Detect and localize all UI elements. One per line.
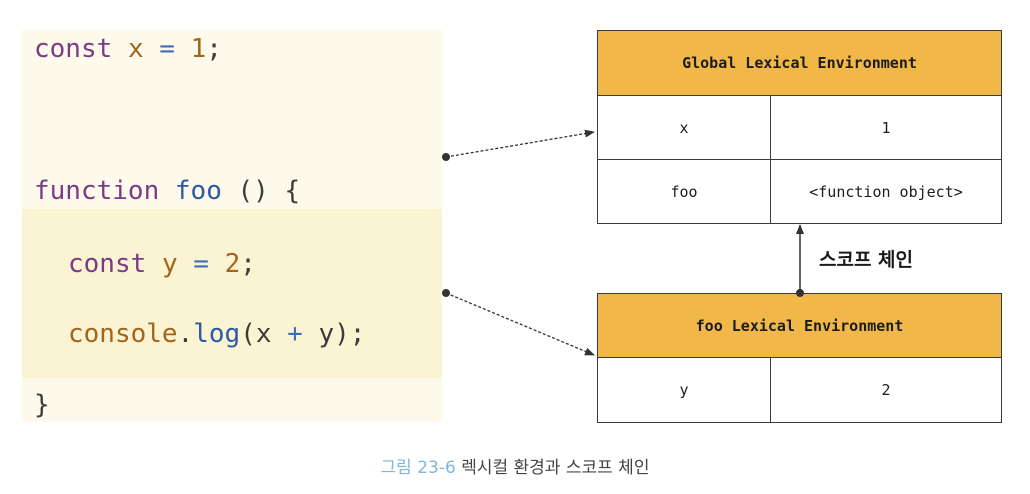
global-env-title: Global Lexical Environment bbox=[597, 30, 1002, 96]
dot: . bbox=[177, 319, 194, 349]
function-paren-brace: () { bbox=[237, 176, 301, 206]
keyword-function: function bbox=[34, 176, 160, 206]
code-line-1: const x = 1; bbox=[34, 34, 222, 64]
arg-y: y bbox=[318, 319, 335, 349]
semicolon: ; bbox=[206, 34, 222, 64]
figure-caption-text: 렉시컬 환경과 스코프 체인 bbox=[461, 458, 650, 478]
keyword-const: const bbox=[68, 249, 147, 279]
operator-assign: = bbox=[159, 34, 175, 64]
foo-env-arrow bbox=[442, 289, 595, 356]
log-method: log bbox=[193, 319, 241, 349]
code-line-2: function foo () { bbox=[34, 176, 300, 206]
code-line-5: } bbox=[34, 390, 50, 420]
semicolon: ; bbox=[240, 249, 256, 279]
close-paren: ); bbox=[334, 319, 366, 349]
closing-brace: } bbox=[34, 390, 50, 420]
code-line-4: console.log(x + y); bbox=[68, 319, 365, 349]
global-env-value-foo: <function object> bbox=[770, 159, 1002, 224]
scope-chain-label: 스코프 체인 bbox=[819, 249, 914, 271]
console-object: console bbox=[68, 319, 178, 349]
scope-chain-arrow bbox=[796, 224, 804, 297]
keyword-const: const bbox=[34, 34, 113, 64]
figure-caption: 그림 23-6 렉시컬 환경과 스코프 체인 bbox=[0, 453, 1030, 478]
foo-arrow-line bbox=[445, 292, 595, 356]
foo-body-highlight bbox=[22, 209, 442, 378]
global-arrow-line bbox=[445, 129, 595, 158]
arg-x: x bbox=[255, 319, 272, 349]
code-line-3: const y = 2; bbox=[68, 249, 256, 279]
global-env-arrow bbox=[442, 129, 595, 161]
global-env-value-x: 1 bbox=[770, 95, 1002, 160]
variable-x: x bbox=[127, 34, 144, 64]
operator-plus: + bbox=[287, 319, 303, 349]
global-lexical-environment-table: Global Lexical Environment x 1 foo <func… bbox=[597, 30, 1002, 224]
operator-assign: = bbox=[193, 249, 209, 279]
global-env-key-foo: foo bbox=[597, 159, 771, 224]
number-literal: 2 bbox=[224, 249, 241, 279]
foo-env-title: foo Lexical Environment bbox=[597, 293, 1002, 358]
number-literal: 1 bbox=[190, 34, 207, 64]
open-paren: ( bbox=[240, 319, 256, 349]
foo-env-value-y: 2 bbox=[770, 357, 1002, 423]
figure-number: 그림 23-6 bbox=[380, 458, 456, 478]
function-name: foo bbox=[174, 176, 222, 206]
foo-lexical-environment-table: foo Lexical Environment y 2 bbox=[597, 293, 1002, 423]
variable-y: y bbox=[161, 249, 178, 279]
